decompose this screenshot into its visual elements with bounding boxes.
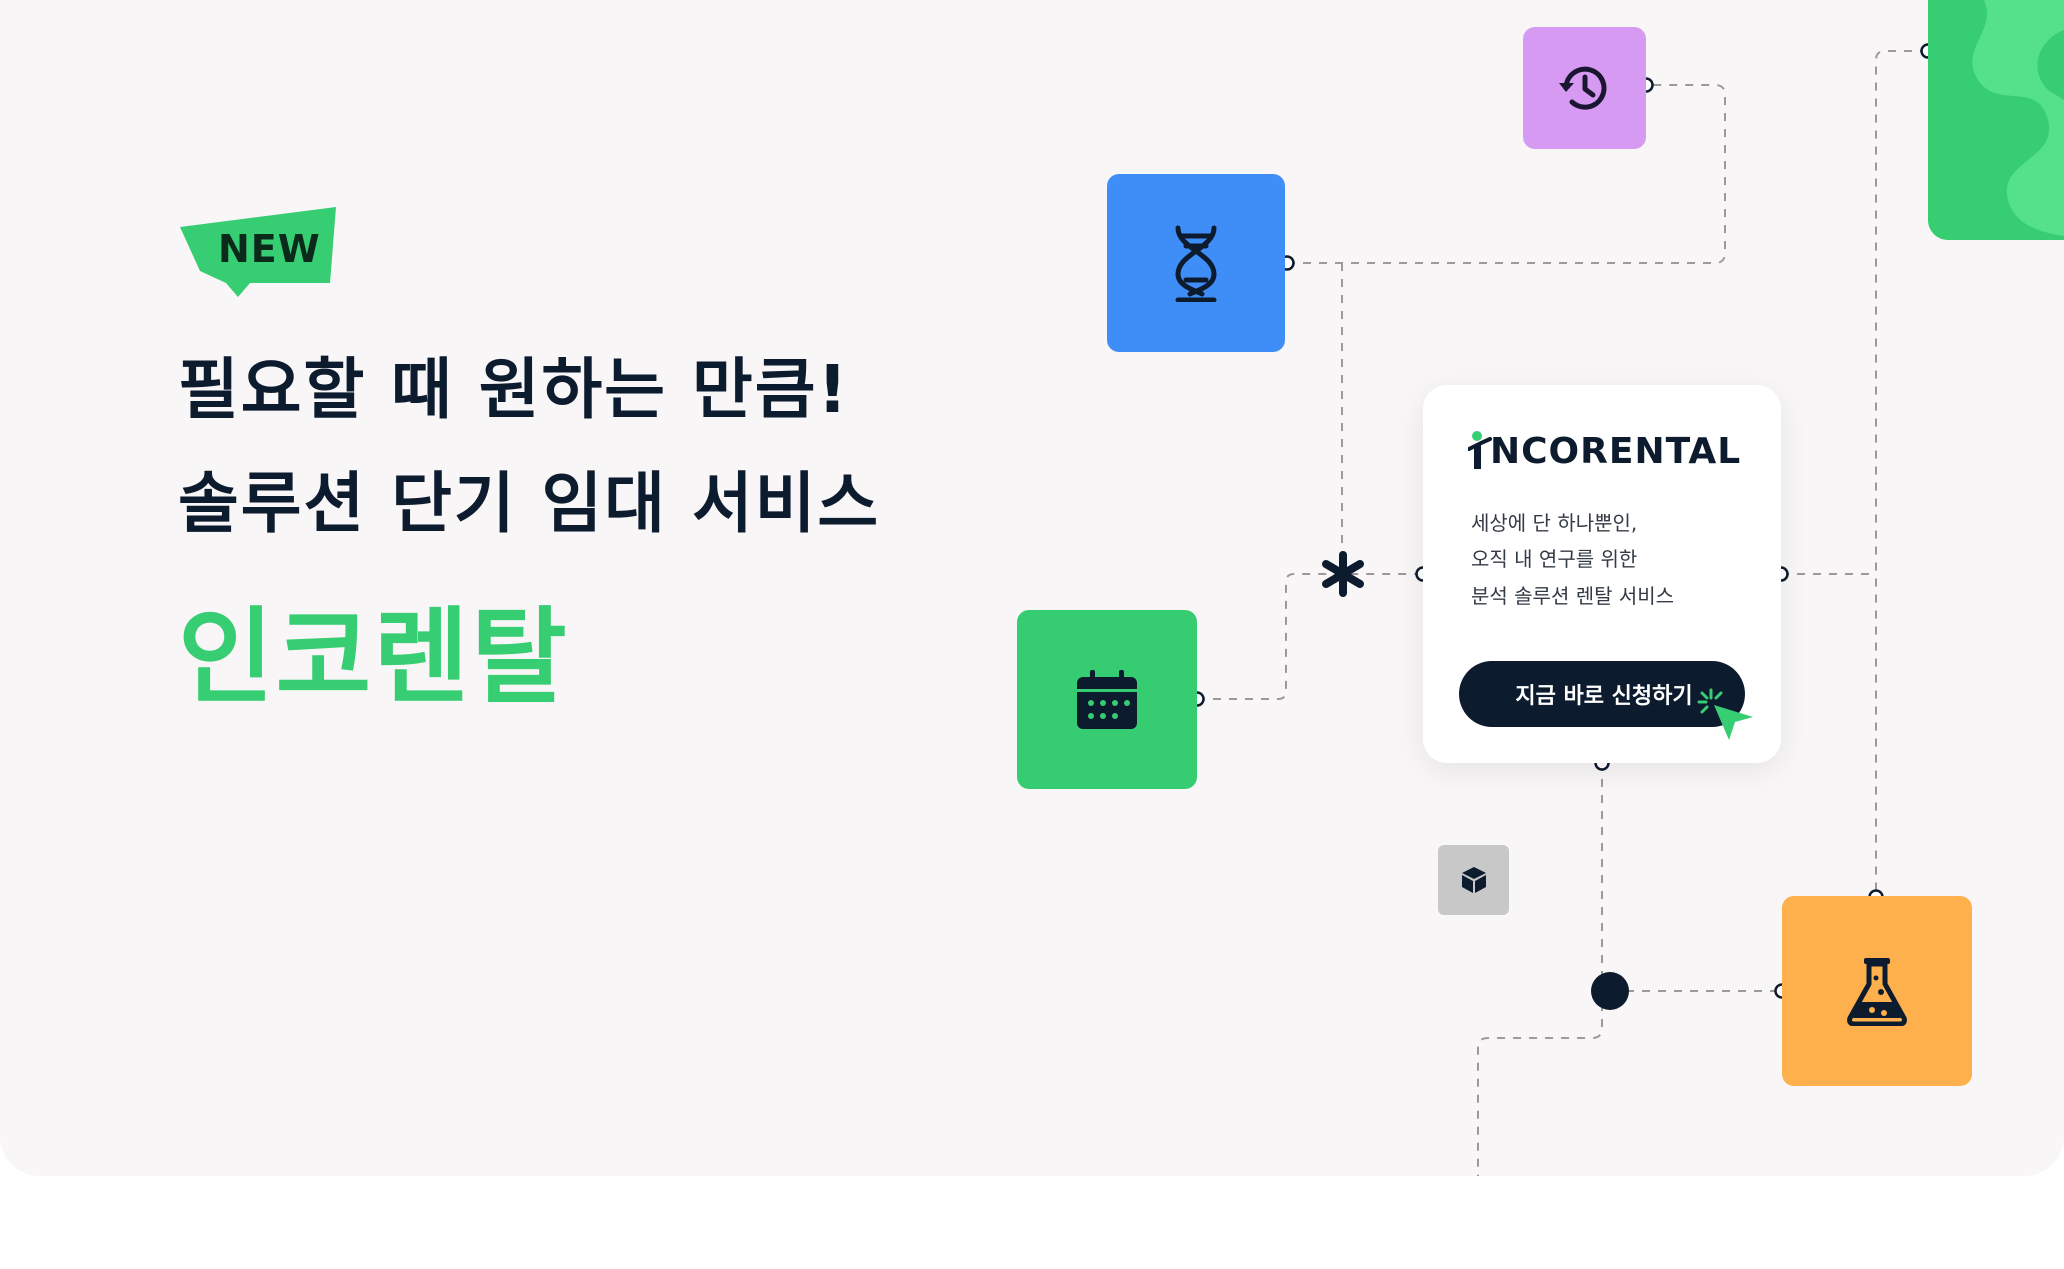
dna-tile xyxy=(1107,174,1285,352)
history-tile xyxy=(1523,27,1646,149)
junction-dot xyxy=(1591,972,1629,1010)
cursor-icon xyxy=(1697,688,1753,740)
logo-text: NCORENTAL xyxy=(1490,431,1742,472)
calendar-icon xyxy=(1077,669,1137,729)
brand-title: 인코렌탈 xyxy=(178,596,569,718)
headline-line-1: 필요할 때 원하는 만큼! xyxy=(178,351,850,428)
flask-tile xyxy=(1782,896,1972,1086)
new-badge: NEW xyxy=(178,205,338,299)
cube-icon xyxy=(1461,867,1486,893)
logo-figure-icon xyxy=(1468,431,1492,469)
flask-icon xyxy=(1847,958,1907,1026)
card-text-line-3: 분석 솔루션 렌탈 서비스 xyxy=(1471,584,1675,608)
asterisk-icon xyxy=(1322,551,1364,597)
decorative-blob-tile xyxy=(1928,0,2064,240)
cube-tile xyxy=(1438,845,1509,915)
dna-icon xyxy=(1175,225,1217,302)
headline-line-2: 솔루션 단기 임대 서비스 xyxy=(178,465,881,542)
history-icon xyxy=(1558,66,1606,110)
new-badge-label: NEW xyxy=(218,227,321,271)
calendar-tile xyxy=(1017,610,1197,789)
incorental-logo: NCORENTAL xyxy=(1468,431,1758,472)
card-text-line-2: 오직 내 연구를 위한 xyxy=(1471,547,1638,571)
info-card: NCORENTAL 세상에 단 하나뿐인, 오직 내 연구를 위한 분석 솔루션… xyxy=(1423,385,1781,763)
apply-now-button[interactable]: 지금 바로 신청하기 xyxy=(1459,661,1745,727)
card-text-line-1: 세상에 단 하나뿐인, xyxy=(1471,511,1638,535)
promo-banner: NEW 필요할 때 원하는 만큼! 솔루션 단기 임대 서비스 인코렌탈 xyxy=(178,0,2064,1176)
